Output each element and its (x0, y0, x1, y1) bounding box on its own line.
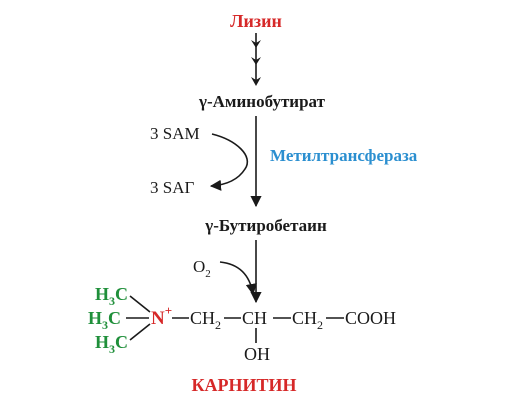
ch2-group-a: CH2 (190, 308, 221, 332)
start-compound-label: Лизин (230, 11, 282, 31)
methyl-bottom: H3C (95, 332, 128, 356)
cooh-group: COOH (345, 308, 396, 328)
carnitine-structure: H3C H3C H3C N+ CH2 CH CH2 COOH OH (88, 284, 396, 364)
cofactor-in-label: 3 SAM (150, 124, 200, 143)
cofactor-curved-arrow (209, 133, 249, 191)
oh-group: OH (244, 344, 270, 364)
intermediate-1-label: γ-Аминобутират (198, 92, 326, 111)
ch2-group-b: CH2 (292, 308, 323, 332)
enzyme-label: Метилтрансфераза (270, 146, 418, 165)
methyl-top: H3C (95, 284, 128, 308)
cofactor-out-label: 3 SAГ (150, 178, 194, 197)
multistep-arrow (251, 33, 261, 86)
bond-methyl-bottom (129, 323, 151, 341)
ch-group: CH (242, 308, 267, 328)
oxygen-label: O2 (193, 257, 211, 280)
methyl-middle: H3C (88, 308, 121, 332)
multistep-arrow-head-3 (251, 77, 261, 86)
oxygen-curved-arrow (219, 261, 257, 296)
intermediate-2-label: γ-Бутиробетаин (204, 216, 327, 235)
bond-methyl-top (129, 295, 151, 313)
product-name-label: КАРНИТИН (191, 375, 296, 395)
multistep-arrow-head-1 (251, 40, 261, 48)
multistep-arrow-head-2 (251, 57, 261, 65)
nitrogen-atom: N+ (151, 303, 172, 329)
